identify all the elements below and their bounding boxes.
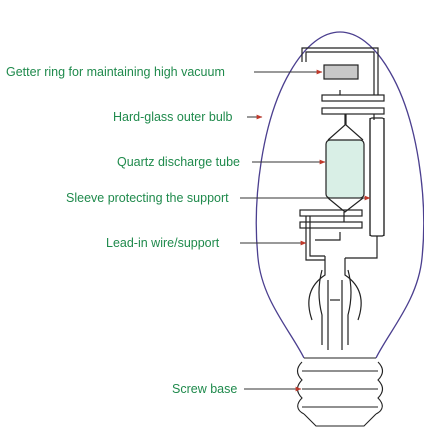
label-lead-in-wire-text: Lead-in wire/support xyxy=(106,236,220,250)
lead-in-wires xyxy=(305,216,362,321)
label-lead-in-wire: Lead-in wire/support xyxy=(106,236,307,250)
label-outer-bulb-text: Hard-glass outer bulb xyxy=(113,110,233,124)
discharge-tube-assembly xyxy=(299,90,385,229)
screw-base xyxy=(296,357,384,427)
label-screw-base-text: Screw base xyxy=(172,382,237,396)
support-sleeve xyxy=(369,117,385,237)
quartz-discharge-tube xyxy=(325,139,365,199)
label-outer-bulb: Hard-glass outer bulb xyxy=(113,110,263,124)
outer-bulb-outline xyxy=(255,31,424,359)
support-rod xyxy=(345,114,385,259)
label-support-sleeve-text: Sleeve protecting the support xyxy=(66,191,229,205)
label-discharge-tube: Quartz discharge tube xyxy=(117,155,326,169)
stem xyxy=(318,269,352,350)
label-getter-ring: Getter ring for maintaining high vacuum xyxy=(6,65,323,79)
getter-ring xyxy=(323,64,359,80)
label-screw-base: Screw base xyxy=(172,382,302,396)
label-support-sleeve: Sleeve protecting the support xyxy=(66,191,371,205)
label-getter-ring-text: Getter ring for maintaining high vacuum xyxy=(6,65,225,79)
getter-ring-assembly xyxy=(301,47,379,95)
label-discharge-tube-text: Quartz discharge tube xyxy=(117,155,240,169)
